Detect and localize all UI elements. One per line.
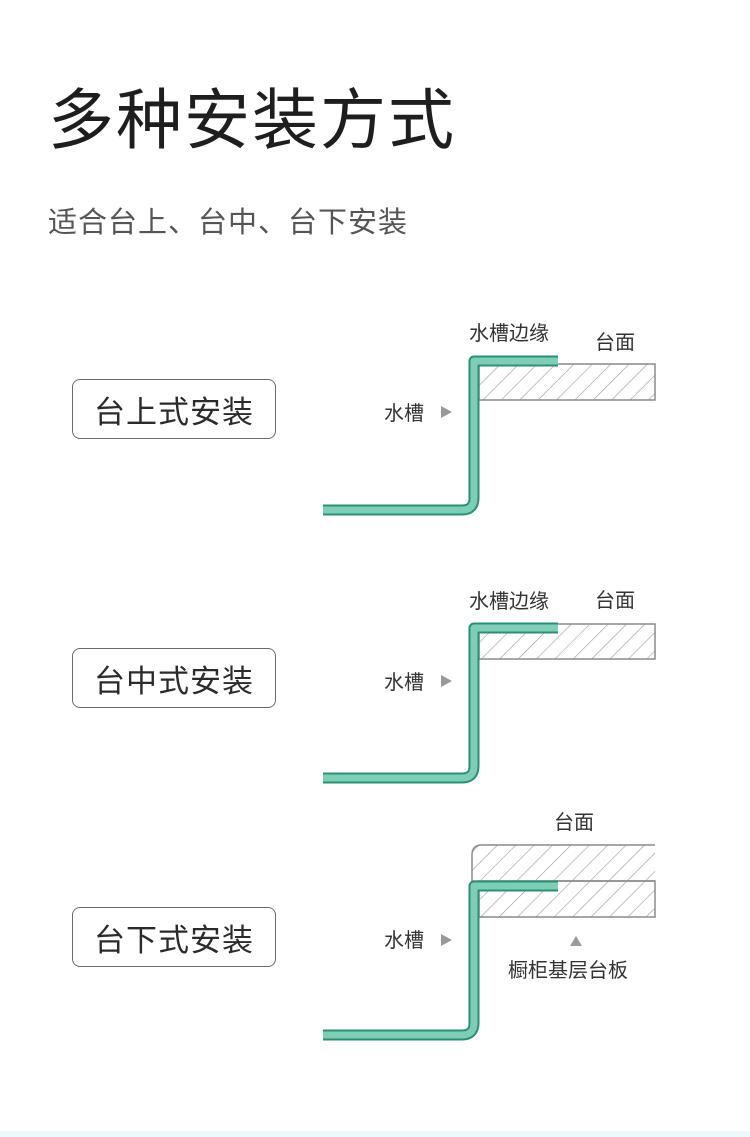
page-subtitle: 适合台上、台中、台下安装 [48,205,409,239]
arrow-right-icon [441,934,452,946]
arrow-up-icon [570,936,582,946]
countertop-label: 台面 [595,588,635,612]
countertop-label: 台面 [554,810,594,834]
countertop-label: 台面 [595,330,635,354]
diagram-top-mount: 水槽边缘 台面 水槽 [323,321,656,516]
sink-label: 水槽 [384,670,424,694]
sink-rim-label: 水槽边缘 [469,589,549,613]
cabinet-base-label: 橱柜基层台板 [508,958,628,982]
sink-label: 水槽 [384,928,424,952]
sink-label: 水槽 [384,401,424,425]
countertop-slab [471,844,655,882]
page-title: 多种安装方式 [48,82,456,159]
bottom-strip [0,1131,750,1137]
arrow-right-icon [441,406,452,418]
diagram-under-mount: 台面 水槽 橱柜基层台板 [323,810,656,1041]
diagram-flush-mount: 水槽边缘 台面 水槽 [323,588,656,784]
countertop-slab [478,363,656,401]
arrow-right-icon [441,675,452,687]
sink-rim-label: 水槽边缘 [469,321,549,345]
